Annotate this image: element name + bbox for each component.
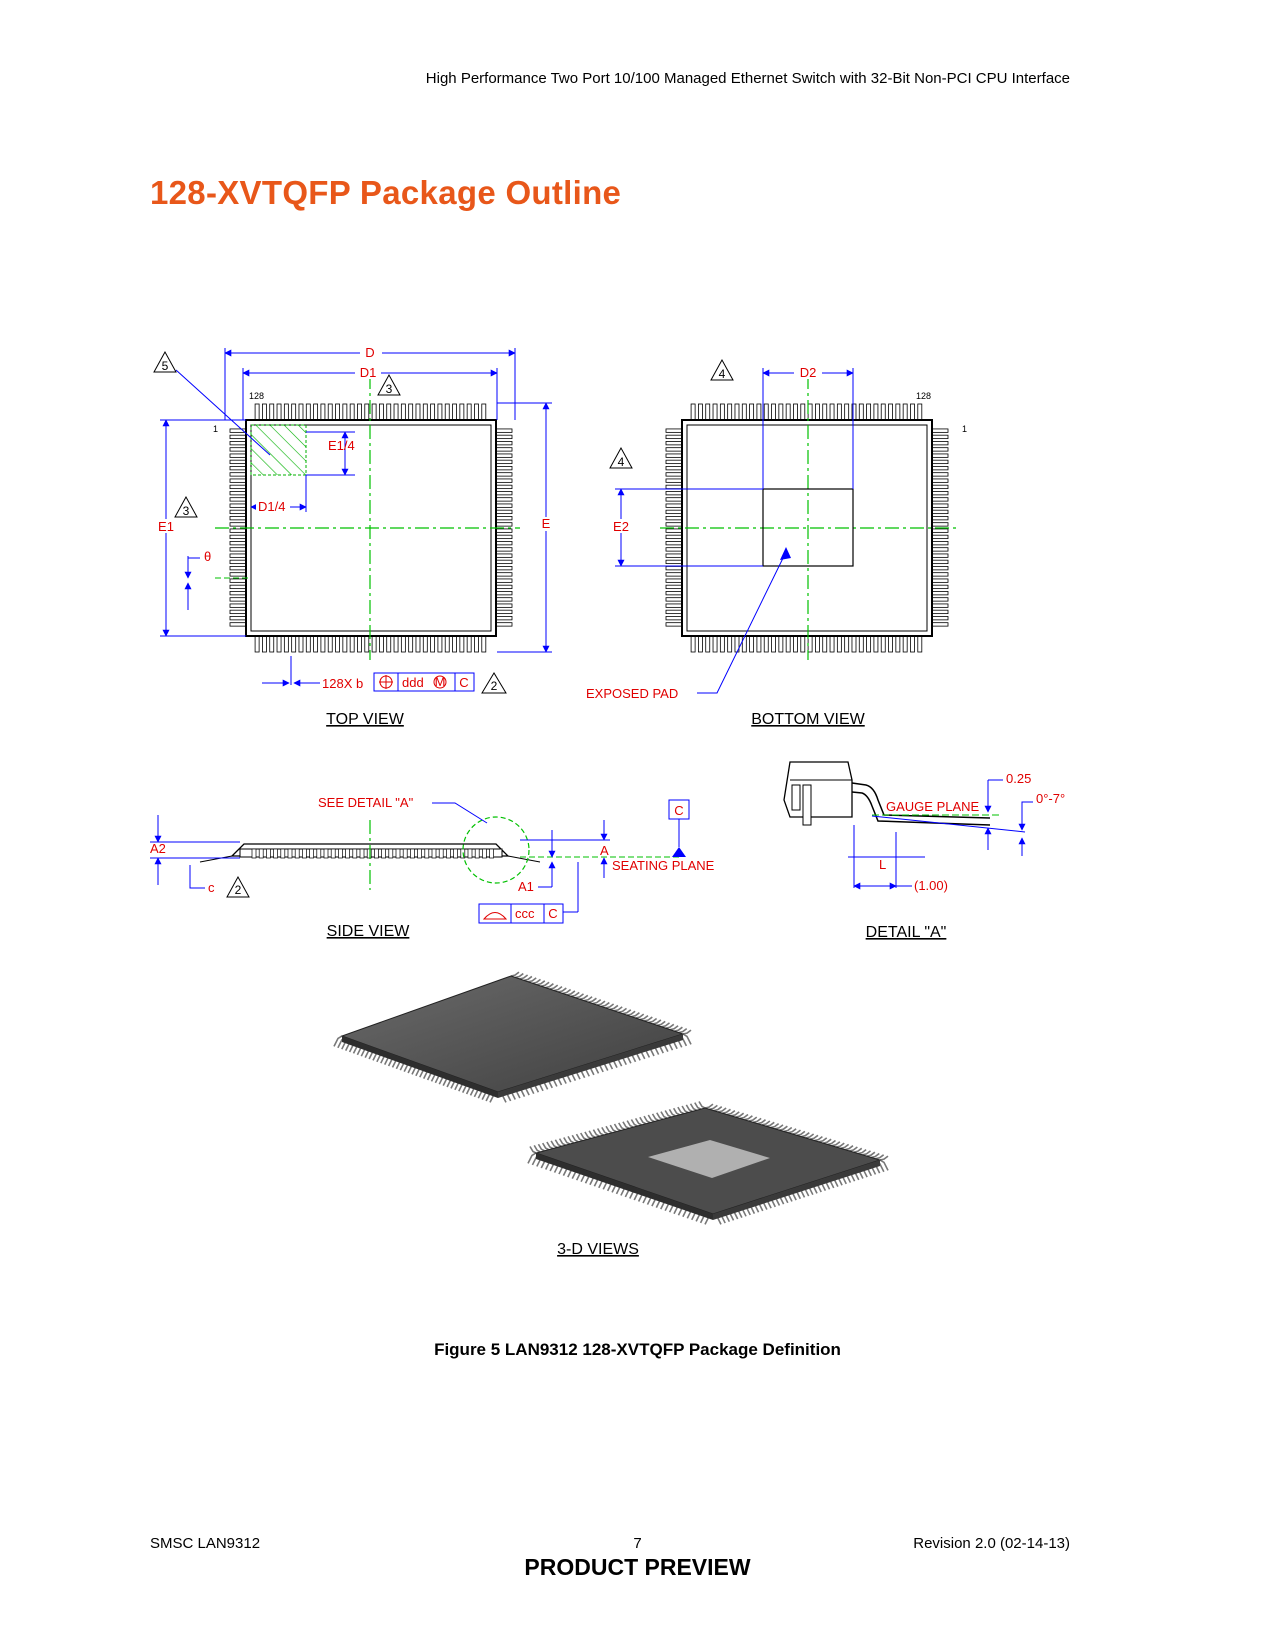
dim-D1-quarter: D1/4 [258, 499, 285, 514]
gauge-plane-label: GAUGE PLANE [886, 799, 980, 814]
page-header: High Performance Two Port 10/100 Managed… [425, 70, 1070, 87]
pin-1-label-top: 1 [213, 424, 218, 434]
exposed-pad [762, 488, 854, 567]
tol-C-side: C [548, 906, 557, 921]
tol-ccc: ccc [515, 906, 535, 921]
tol-M: M [435, 674, 446, 689]
note-2-side: 2 [235, 883, 242, 897]
dim-E1: E1 [158, 519, 174, 534]
note-3-top: 3 [386, 382, 393, 396]
footer-page-number: 7 [633, 1535, 642, 1552]
note-5-top: 5 [162, 359, 169, 373]
dim-D1: D1 [360, 365, 377, 380]
dim-L: L [879, 857, 886, 872]
pin-1-label-bottom: 1 [962, 424, 967, 434]
dim-c: c [208, 880, 215, 895]
see-detail-label: SEE DETAIL "A" [318, 795, 414, 810]
three-d-title: 3-D VIEWS [557, 1241, 639, 1258]
detail-a-view: GAUGE PLANE 0.25 0°-7° L (1.00) DETAIL "… [783, 761, 1065, 941]
page-title: 128-XVTQFP Package Outline [150, 174, 622, 211]
dim-ref-1: (1.00) [914, 878, 948, 893]
seating-plane-label: SEATING PLANE [612, 858, 715, 873]
top-view-title: TOP VIEW [326, 711, 405, 728]
footer-revision: Revision 2.0 (02-14-13) [913, 1535, 1070, 1552]
datum-C: C [674, 803, 683, 818]
bottom-view-title: BOTTOM VIEW [751, 711, 865, 728]
dim-gauge-025: 0.25 [1006, 771, 1031, 786]
bottom-view: D2 E2 4 4 128 1 EXPOSED PAD BOTTOM VIEW [586, 358, 967, 728]
detail-a-circle [462, 816, 530, 884]
footer-product: SMSC LAN9312 [150, 1535, 261, 1552]
exposed-pad-3d [648, 1140, 770, 1178]
dim-lead-b: 128X b [322, 676, 363, 691]
dim-D: D [365, 345, 374, 360]
pin1-hatch-area [250, 424, 307, 476]
note-4-top: 4 [719, 367, 726, 381]
dim-angle: 0°-7° [1036, 791, 1065, 806]
note-3-side: 3 [183, 504, 190, 518]
tol-ddd: ddd [402, 675, 424, 690]
chip-3d-top [340, 975, 685, 1093]
dim-D2: D2 [800, 365, 817, 380]
dim-A: A [600, 843, 609, 858]
dim-E2: E2 [613, 519, 629, 534]
side-view: SEE DETAIL "A" A2 c 2 A A1 C SEATING PLA… [150, 795, 715, 940]
flatness-icon [482, 912, 508, 920]
dim-theta: θ [204, 549, 211, 564]
note-2-top: 2 [491, 679, 498, 693]
three-d-views: 3-D VIEWS [333, 971, 889, 1258]
side-view-title: SIDE VIEW [327, 923, 411, 940]
pin-128-label-bottom: 128 [916, 391, 931, 401]
dim-A1: A1 [518, 879, 534, 894]
figure-caption: Figure 5 LAN9312 128-XVTQFP Package Defi… [434, 1340, 841, 1359]
note-4-side: 4 [618, 455, 625, 469]
dim-E: E [542, 516, 551, 531]
exposed-pad-label: EXPOSED PAD [586, 686, 678, 701]
detail-a-title: DETAIL "A" [866, 924, 947, 941]
top-view: D D1 5 3 3 128 1 E1/4 D1/4 E1 [153, 345, 554, 728]
tol-C: C [459, 675, 468, 690]
pin-128-label-top: 128 [249, 391, 264, 401]
top-view-pins [229, 403, 513, 653]
product-preview-banner: PRODUCT PREVIEW [524, 1554, 751, 1580]
dim-E1-quarter: E1/4 [328, 438, 355, 453]
dim-A2: A2 [150, 841, 166, 856]
